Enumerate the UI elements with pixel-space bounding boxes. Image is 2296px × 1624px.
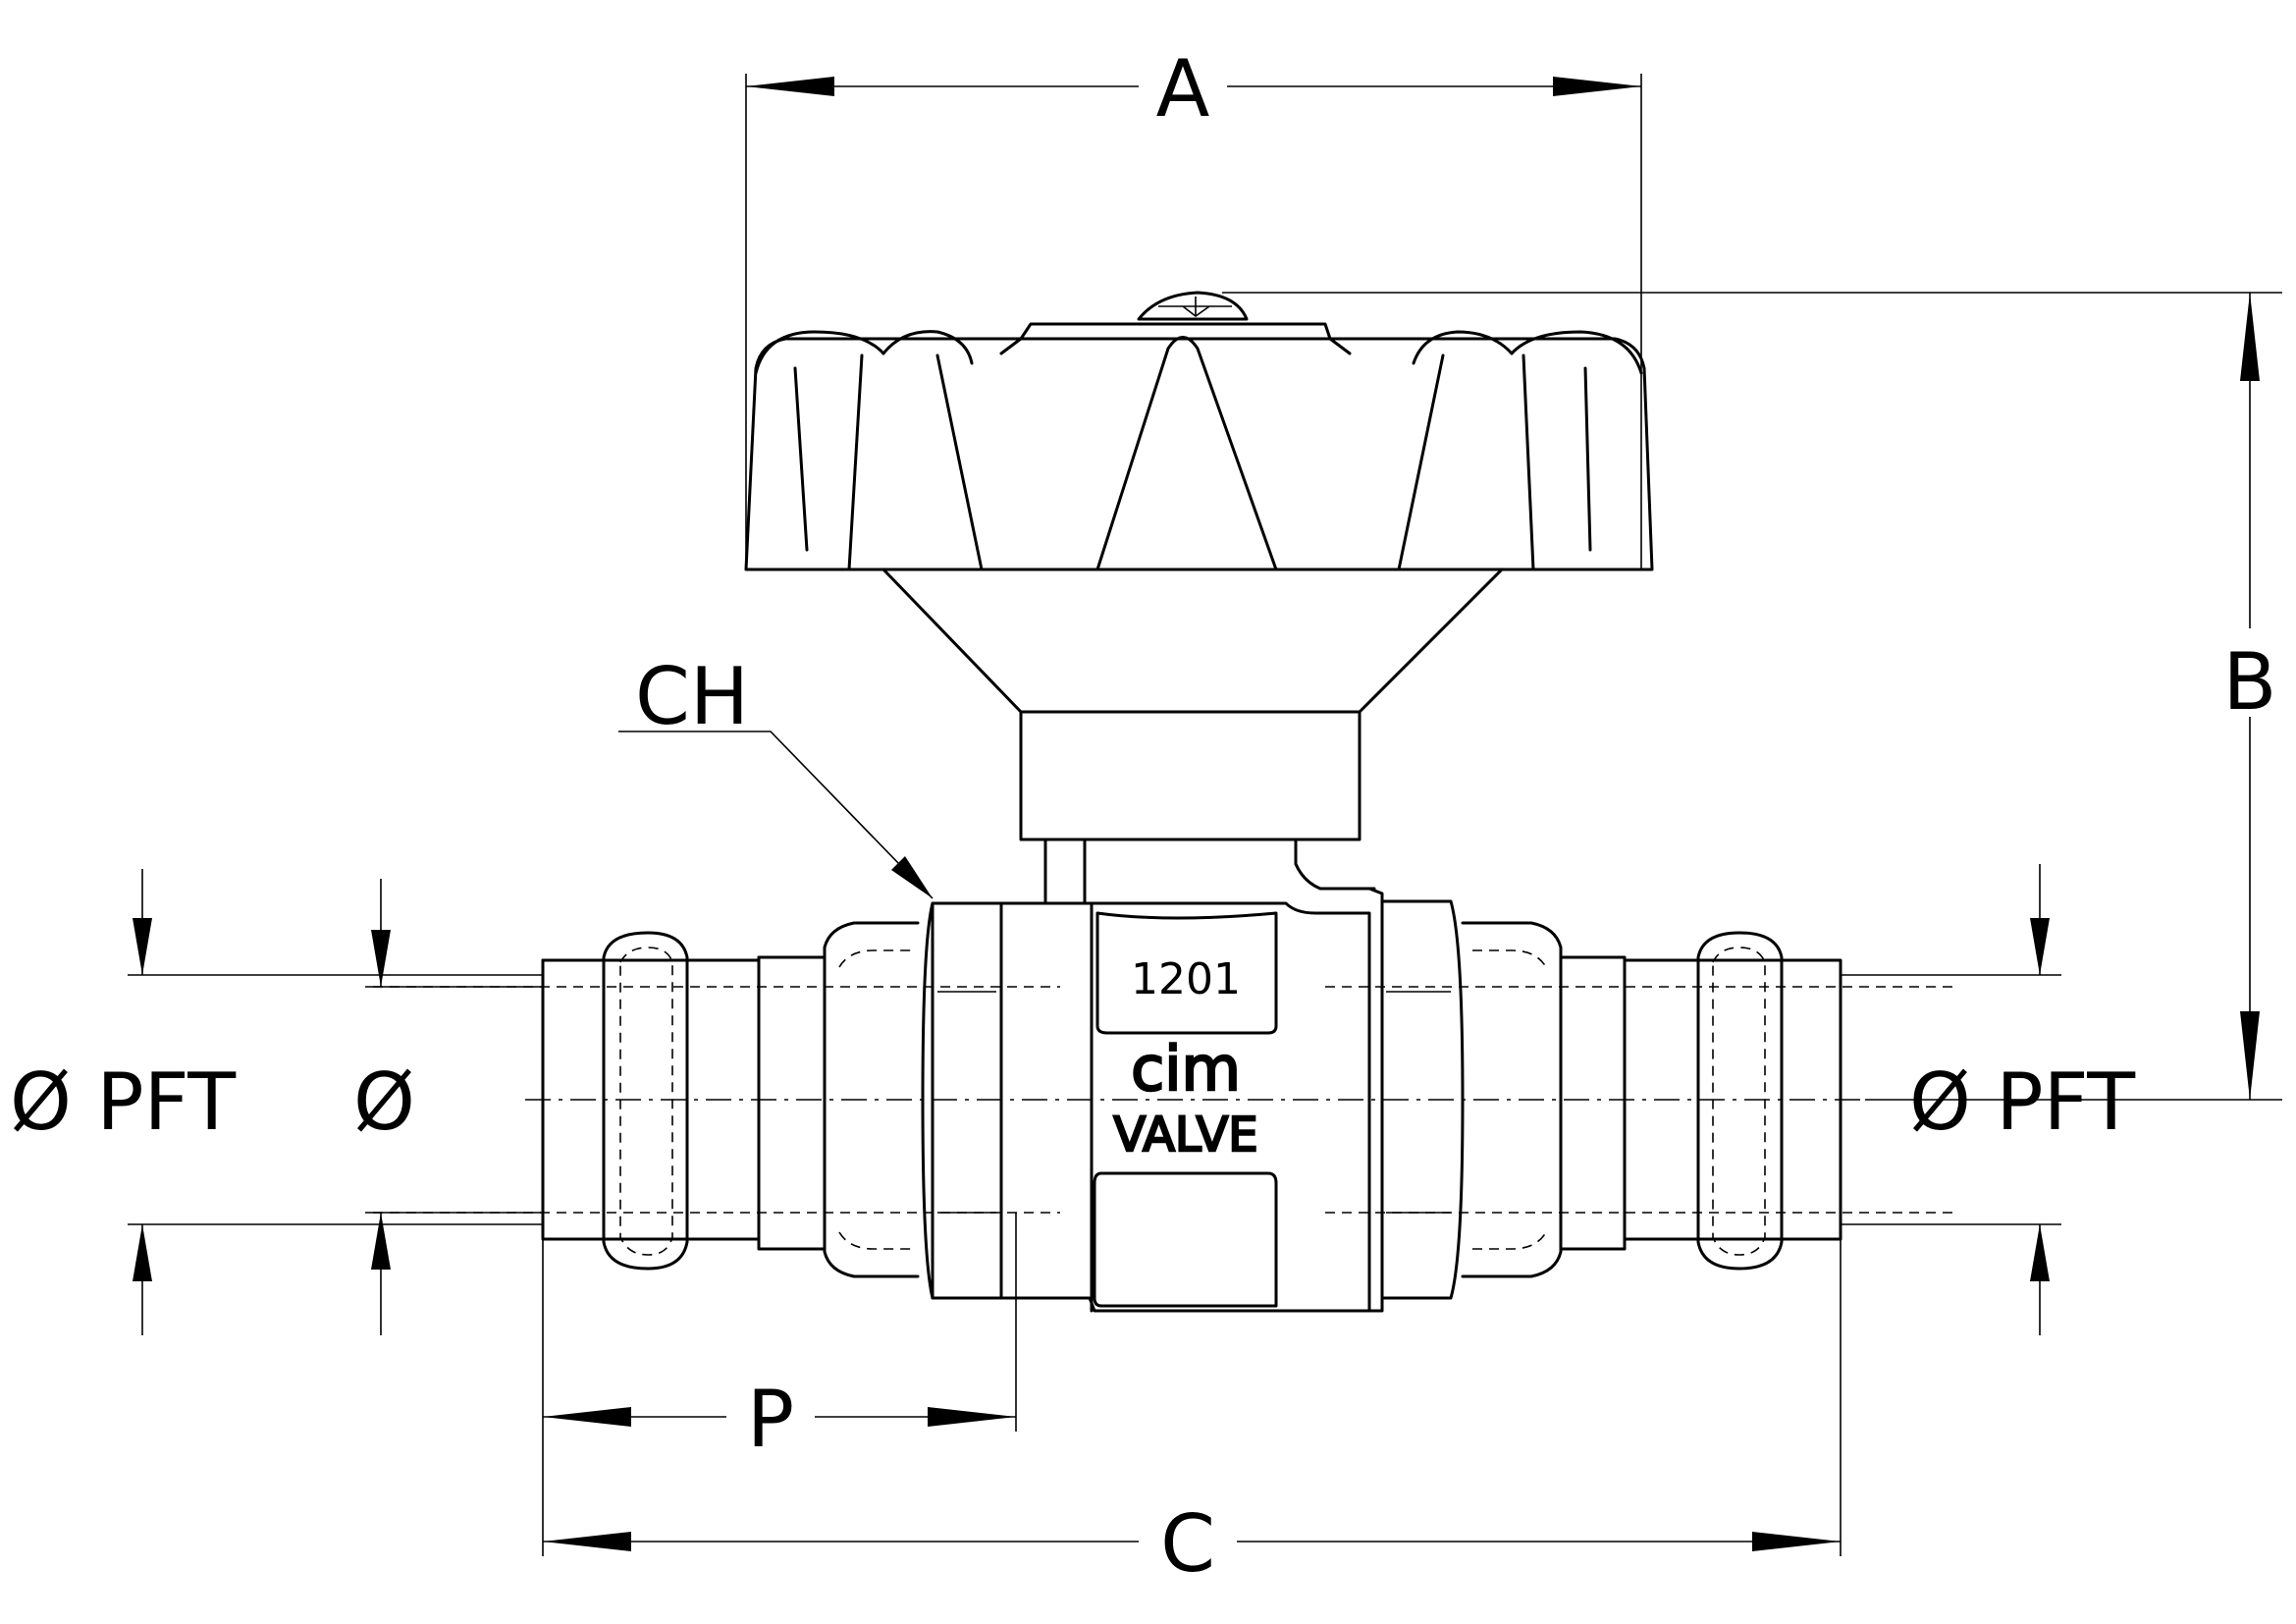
dimension-lines <box>128 74 2282 1556</box>
dimension-label-left-pft: Ø PFT <box>10 1056 237 1148</box>
valve-type-marking: VALVE <box>1113 1108 1257 1163</box>
valve-body <box>373 887 1953 1313</box>
dimension-label-left-diameter: Ø <box>353 1056 415 1148</box>
body-code-marking: 1201 <box>1131 954 1241 1004</box>
handwheel <box>744 291 1654 905</box>
brand-marking: cim <box>1131 1033 1241 1105</box>
dimension-label-c: C <box>1160 1498 1215 1590</box>
dimension-label-p: P <box>747 1374 794 1465</box>
dimension-label-right-pft: Ø PFT <box>1909 1056 2136 1148</box>
dimension-label-ch: CH <box>635 651 749 742</box>
dimension-label-b: B <box>2223 636 2277 728</box>
dimension-label-a: A <box>1156 43 1210 135</box>
